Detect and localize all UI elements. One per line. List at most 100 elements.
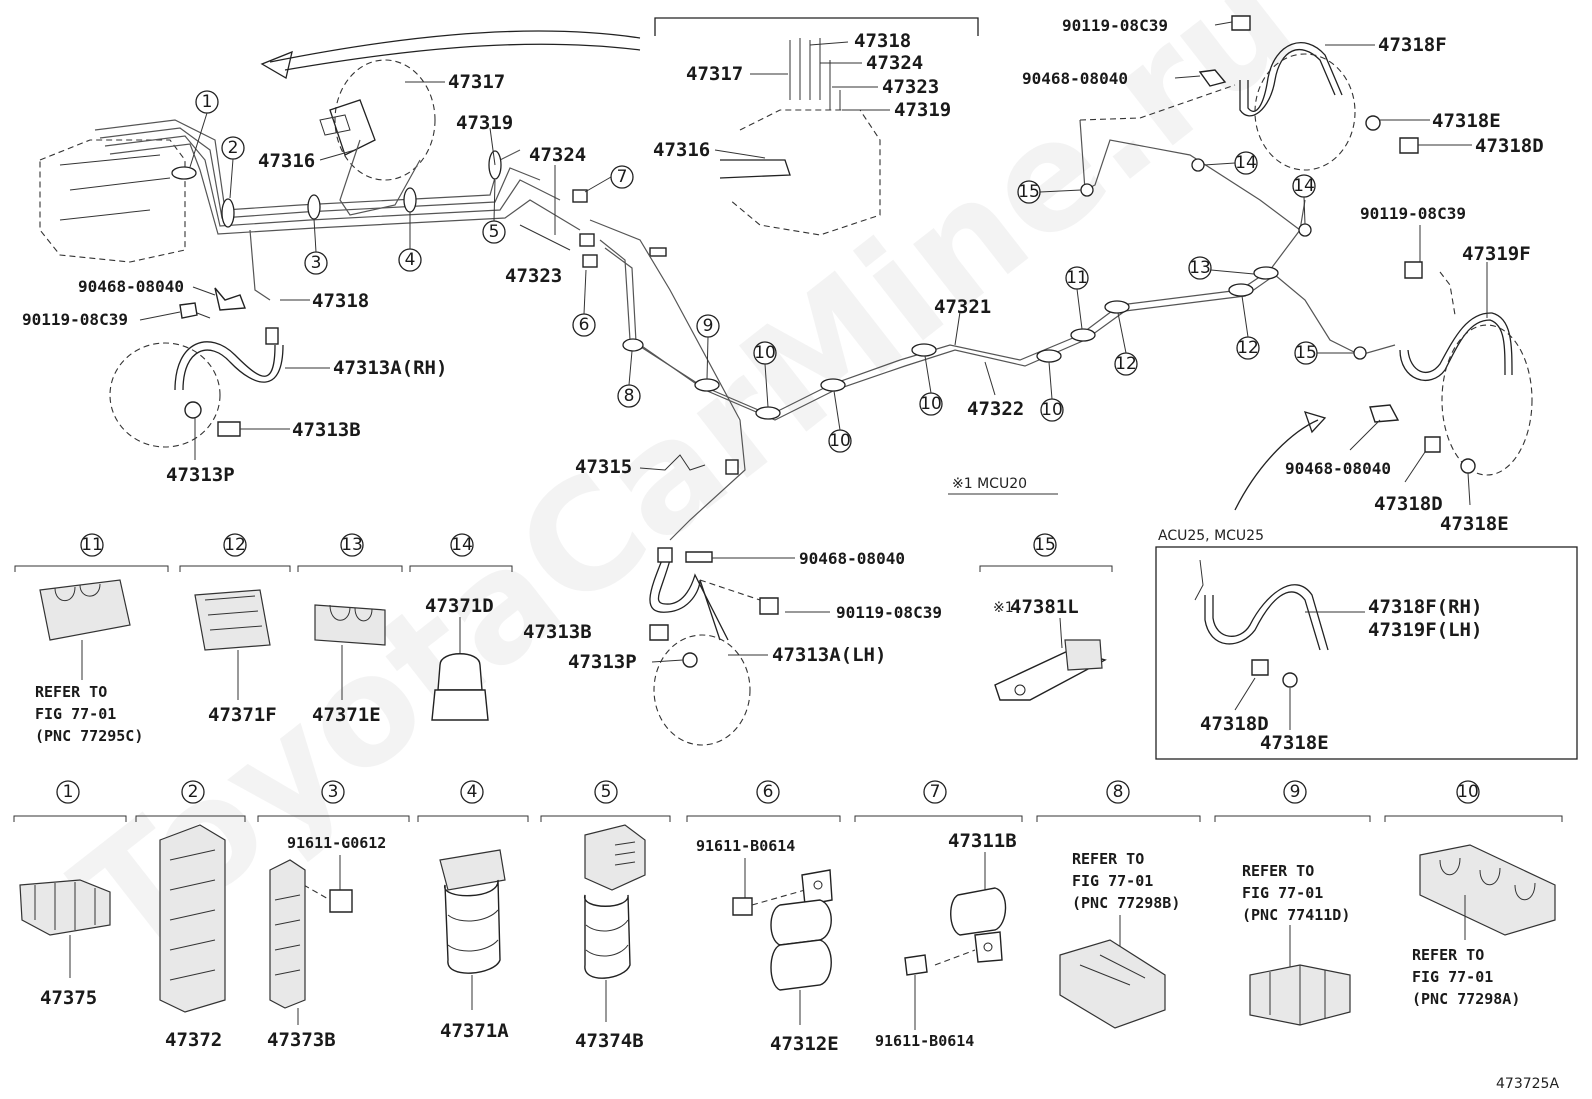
svg-text:(PNC 77295C): (PNC 77295C)	[35, 727, 143, 745]
label-47317: 47317	[448, 71, 505, 93]
svg-text:12: 12	[1115, 354, 1137, 374]
clip-6: 6 91611-B0614 47312E	[686, 780, 841, 1055]
label-90119-left: 90119-08C39	[22, 310, 128, 329]
inset-label-47317: 47317	[686, 63, 743, 85]
label-47318E-bottom: 47318E	[1440, 513, 1509, 535]
svg-text:14: 14	[451, 535, 473, 555]
callout-14b: 14	[1292, 174, 1316, 225]
inset-box-title: ACU25, MCU25	[1158, 528, 1264, 544]
clip-11: 11 REFER TO FIG 77-01 (PNC 77295C)	[14, 533, 169, 745]
svg-text:7: 7	[930, 782, 941, 802]
callout-15a: 15	[1017, 180, 1082, 204]
svg-text:5: 5	[601, 782, 612, 802]
variant-note-mcu20: ※1 MCU20	[952, 476, 1027, 492]
callout-7: 7	[584, 165, 634, 193]
svg-text:6: 6	[763, 782, 774, 802]
clip-2: 2 47372	[135, 780, 246, 1051]
label-47318-left: 47318	[312, 290, 369, 312]
callout-12b: 12	[1236, 295, 1260, 360]
label-47319: 47319	[456, 112, 513, 134]
svg-text:15: 15	[1018, 182, 1040, 202]
acu25-inset-box: ACU25, MCU25 47318F(RH) 47319F(LH) 47318…	[1155, 528, 1578, 760]
label-47322: 47322	[967, 398, 1024, 420]
callout-3: 3	[304, 218, 328, 275]
clip-14: 14 47371D	[409, 533, 513, 721]
svg-text:2: 2	[188, 782, 199, 802]
front-lh-hose-group: 90468-08040 90119-08C39 47313B 47313P 47…	[523, 547, 942, 746]
svg-text:FIG 77-01: FIG 77-01	[1242, 884, 1323, 902]
svg-text:7: 7	[617, 167, 628, 187]
svg-text:14: 14	[1293, 176, 1315, 196]
label-47313B-center: 47313B	[523, 621, 592, 643]
svg-text:10: 10	[920, 394, 942, 414]
clip-4: 4 47371A	[417, 780, 529, 1042]
label-47313P-center: 47313P	[568, 651, 637, 673]
inset-label-47319F-lh: 47319F(LH)	[1368, 619, 1482, 641]
svg-text:91611-B0614: 91611-B0614	[875, 1032, 974, 1050]
label-47313P-left: 47313P	[166, 464, 235, 486]
svg-text:91611-B0614: 91611-B0614	[696, 837, 795, 855]
master-cylinder-inset: 47318 47317 47324 47323 47316 47319	[653, 17, 979, 236]
svg-text:FIG 77-01: FIG 77-01	[1412, 968, 1493, 986]
label-47318F: 47318F	[1378, 34, 1447, 56]
svg-text:47371A: 47371A	[440, 1020, 509, 1042]
svg-text:10: 10	[1457, 782, 1479, 802]
svg-text:6: 6	[579, 315, 590, 335]
callout-10c: 10	[919, 355, 943, 416]
clip-3: 3 91611-G0612 47373B	[257, 780, 410, 1051]
diagram-code: 473725A	[1496, 1076, 1559, 1092]
svg-text:47311B: 47311B	[948, 830, 1017, 852]
svg-text:(PNC 77411D): (PNC 77411D)	[1242, 906, 1350, 924]
callout-8: 8	[617, 350, 641, 408]
label-47313B-left: 47313B	[292, 419, 361, 441]
callout-circles: 1 2 3 4 5 6 7 8 9 10 10 10 10 11 12 12 1…	[189, 90, 1354, 453]
svg-text:FIG 77-01: FIG 77-01	[1072, 872, 1153, 890]
clip-1: 1 47375	[13, 780, 127, 1009]
svg-text:10: 10	[1041, 400, 1063, 420]
label-90119-top: 90119-08C39	[1062, 16, 1168, 35]
rear-hose-group: 90119-08C39 47318F 90468-08040 47318E 47…	[1022, 15, 1544, 535]
clip-5: 5 47374B	[540, 780, 671, 1052]
svg-text:47371F: 47371F	[208, 704, 277, 726]
inset-label-47319: 47319	[894, 99, 951, 121]
top-left-labels: 47317 47319 47316 47324 47323 90468-0804…	[22, 71, 586, 486]
label-90119-center: 90119-08C39	[836, 603, 942, 622]
svg-text:10: 10	[829, 431, 851, 451]
svg-text:47375: 47375	[40, 987, 97, 1009]
inset-label-47323: 47323	[882, 76, 939, 98]
clip-15: 15 ※1 47381L	[979, 533, 1113, 701]
label-90119-mid: 90119-08C39	[1360, 204, 1466, 223]
callout-4: 4	[398, 212, 422, 272]
clip-13: 13 47371E	[297, 533, 403, 726]
callout-10a: 10	[753, 341, 777, 408]
callout-13: 13	[1188, 256, 1255, 280]
svg-text:9: 9	[703, 316, 714, 336]
svg-text:3: 3	[328, 782, 339, 802]
svg-text:15: 15	[1034, 535, 1056, 555]
label-47315: 47315	[575, 456, 632, 478]
callout-1: 1	[189, 90, 219, 168]
label-47321: 47321	[934, 296, 991, 318]
svg-text:15: 15	[1295, 343, 1317, 363]
callout-2: 2	[221, 136, 245, 199]
label-90468-bottom: 90468-08040	[1285, 459, 1391, 478]
svg-text:13: 13	[1189, 258, 1211, 278]
callout-5: 5	[482, 179, 506, 244]
callout-15b: 15	[1294, 341, 1354, 365]
svg-text:4: 4	[405, 250, 416, 270]
svg-text:3: 3	[311, 253, 322, 273]
pipe-labels: 47321 47322 47315 ※1 MCU20	[575, 296, 1058, 495]
svg-text:47381L: 47381L	[1010, 596, 1079, 618]
clip-10: 10 REFER TO FIG 77-01 (PNC 77298A)	[1384, 780, 1563, 1008]
inset-label-47318: 47318	[854, 30, 911, 52]
callout-10d: 10	[1040, 361, 1064, 422]
svg-text:11: 11	[81, 535, 103, 555]
svg-text:※1: ※1	[993, 600, 1014, 616]
callout-9: 9	[696, 314, 720, 380]
label-90468-left: 90468-08040	[78, 277, 184, 296]
inset-label-47324: 47324	[866, 52, 923, 74]
label-47319F: 47319F	[1462, 243, 1531, 265]
svg-text:REFER TO: REFER TO	[1412, 946, 1484, 964]
clip-7: 7 47311B 91611-B0614	[854, 780, 1023, 1050]
svg-text:13: 13	[341, 535, 363, 555]
